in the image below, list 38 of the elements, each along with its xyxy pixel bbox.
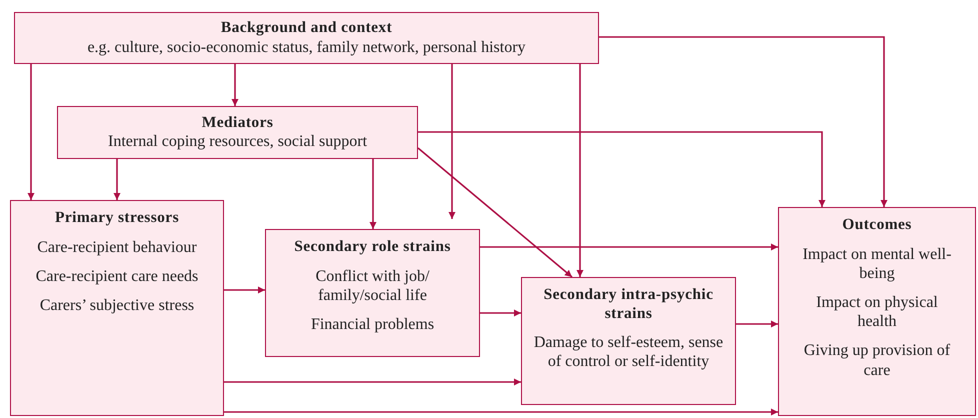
arrow [448,64,456,219]
box-text: Care-recipient care needs [36,266,198,286]
process-box [57,106,418,159]
box-text: Conflict with job/ family/social life [314,266,430,305]
arrow [28,64,34,200]
process-box [14,12,599,64]
box-heading: Primary stressors [54,209,180,228]
arrow [114,159,120,200]
process-box [778,207,976,416]
box-text: Impact on mental well-being [802,244,952,283]
arrow [224,408,778,416]
arrow [480,310,521,316]
box-text: Carers’ subjective stress [40,296,194,316]
box-text: Giving up provision of care [802,341,952,380]
box-heading: Secondary intra-psychic strains [542,286,714,324]
arrow [224,378,521,386]
arrow [736,320,778,328]
arrow [599,36,888,207]
box-text: Impact on physical health [815,292,939,332]
arrow [370,159,376,229]
box-text: Care-recipient behaviour [37,238,197,257]
box-heading: Secondary role strains [294,238,451,257]
arrow [417,147,573,278]
arrow [224,286,265,294]
box-text: Internal coping resources, social support [108,132,368,152]
arrow [232,64,238,106]
arrow [418,131,826,207]
box-text: e.g. culture, socio-economic status, family network, personal history [87,38,526,57]
box-text: Financial problems [310,314,434,334]
box-text: Damage to self-esteem, sense of control or self-identity [534,333,724,372]
arrow [576,64,584,277]
arrow [480,244,778,250]
process-box [265,229,480,357]
process-box [10,200,224,416]
box-heading: Mediators [202,114,274,132]
box-heading: Background and context [220,19,392,38]
box-heading: Outcomes [842,216,912,235]
process-box [521,277,736,405]
